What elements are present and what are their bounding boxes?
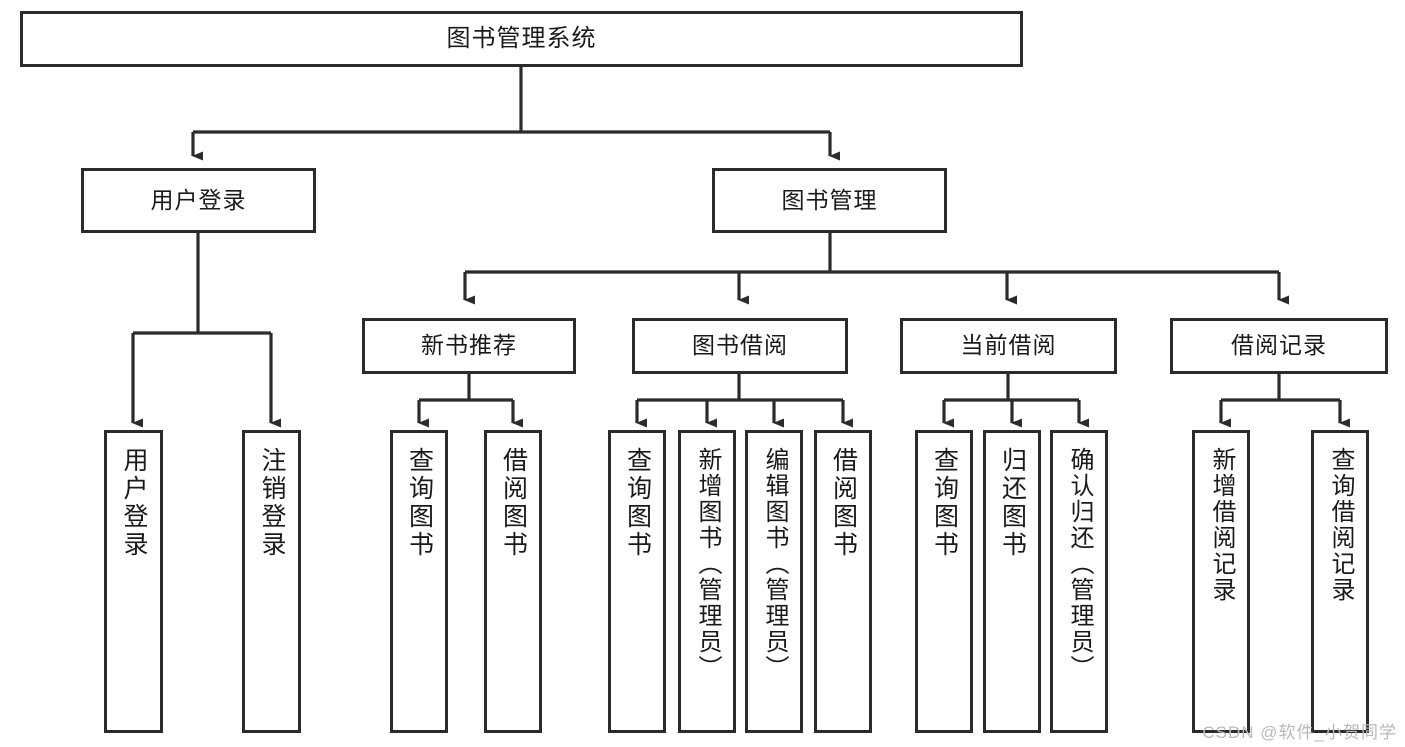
node-leaf-user-login[interactable]: 用户登录 [104,430,163,733]
node-label: 查询借阅记录 [1327,447,1354,603]
node-user-login[interactable]: 用户登录 [81,168,316,233]
node-leaf-add-record[interactable]: 新增借阅记录 [1192,430,1250,733]
node-leaf-query-record[interactable]: 查询借阅记录 [1311,430,1369,733]
node-borrow-record[interactable]: 借阅记录 [1170,318,1388,374]
node-leaf-return-book[interactable]: 归还图书 [983,430,1041,733]
node-label: 图书借阅 [692,332,788,359]
node-book-management[interactable]: 图书管理 [712,168,947,233]
node-book-borrow[interactable]: 图书借阅 [632,318,848,374]
node-current-borrow[interactable]: 当前借阅 [900,318,1117,374]
node-label: 注销登录 [258,447,286,559]
node-label: 图书管理系统 [446,24,597,52]
node-leaf-borrow-book-1[interactable]: 借阅图书 [484,430,542,733]
node-label: 新增图书（管理员） [694,447,721,681]
node-leaf-query-book-1[interactable]: 查询图书 [390,430,448,733]
node-label: 图书管理 [781,186,878,213]
node-label: 借阅记录 [1231,332,1327,359]
node-label: 新书推荐 [421,332,517,359]
node-label: 查询图书 [405,447,434,559]
node-label: 用户登录 [120,447,148,559]
csdn-watermark: CSDN @软件_小贺同学 [1202,723,1397,742]
node-label: 借阅图书 [499,447,528,559]
node-label: 确认归还（管理员） [1066,447,1093,681]
node-leaf-query-book-2[interactable]: 查询图书 [608,430,666,733]
node-label: 归还图书 [998,447,1027,559]
node-leaf-add-book[interactable]: 新增图书（管理员） [678,430,736,733]
node-leaf-logout[interactable]: 注销登录 [242,430,301,733]
node-leaf-confirm-return[interactable]: 确认归还（管理员） [1050,430,1108,733]
node-label: 编辑图书（管理员） [761,447,788,681]
node-label: 当前借阅 [960,332,1057,359]
node-label: 查询图书 [623,447,652,559]
node-label: 借阅图书 [829,447,858,559]
node-new-book-recommend[interactable]: 新书推荐 [362,318,576,374]
node-leaf-borrow-book-2[interactable]: 借阅图书 [814,430,872,733]
node-root-system[interactable]: 图书管理系统 [20,11,1023,67]
node-leaf-edit-book[interactable]: 编辑图书（管理员） [745,430,803,733]
node-label: 新增借阅记录 [1208,447,1235,603]
node-label: 查询图书 [930,447,959,559]
node-leaf-query-book-3[interactable]: 查询图书 [915,430,973,733]
node-label: 用户登录 [150,186,247,213]
